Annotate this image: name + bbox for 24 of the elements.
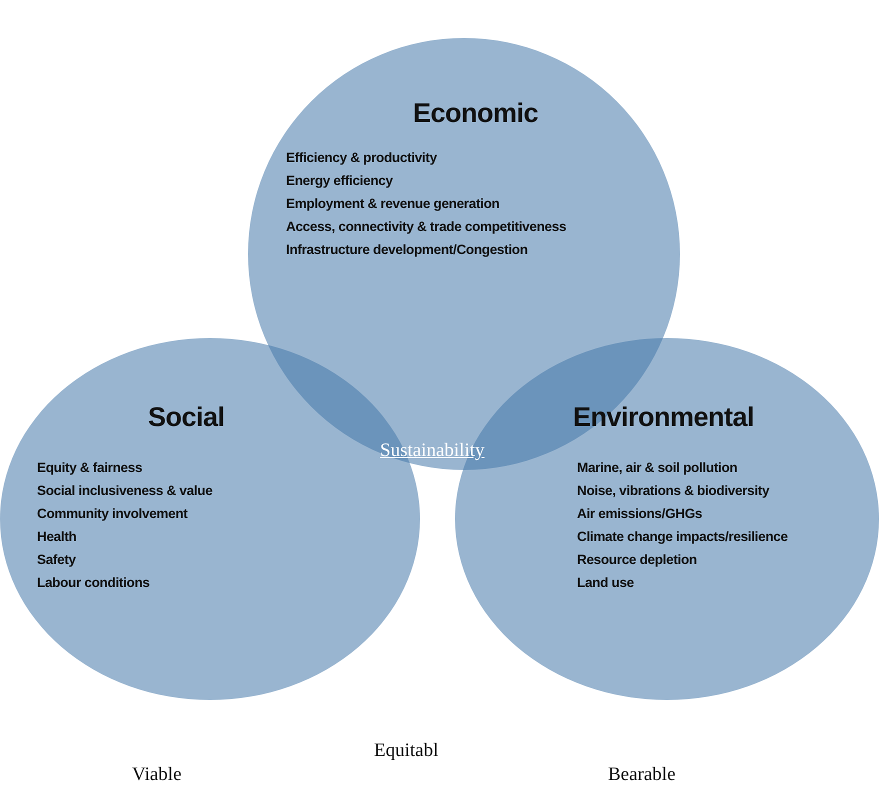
circle-heading: Environmental	[573, 402, 754, 433]
list-item: Infrastructure development/Congestion	[286, 242, 528, 257]
list-item: Climate change impacts/resilience	[577, 529, 788, 544]
circle-heading: Economic	[413, 98, 538, 129]
list-item: Air emissions/GHGs	[577, 506, 702, 521]
list-item: Employment & revenue generation	[286, 196, 500, 211]
axis-label: Viable	[132, 764, 182, 786]
axis-label: Equitabl	[374, 740, 438, 762]
axis-label: Bearable	[608, 764, 676, 786]
list-item: Community involvement	[37, 506, 188, 521]
list-item: Labour conditions	[37, 575, 150, 590]
list-item: Marine, air & soil pollution	[577, 460, 738, 475]
list-item: Equity & fairness	[37, 460, 142, 475]
list-item: Health	[37, 529, 76, 544]
list-item: Access, connectivity & trade competitiveness	[286, 219, 566, 234]
list-item: Social inclusiveness & value	[37, 483, 212, 498]
list-item: Energy efficiency	[286, 173, 393, 188]
circle-heading: Social	[148, 402, 225, 433]
list-item: Efficiency & productivity	[286, 150, 437, 165]
list-item: Resource depletion	[577, 552, 697, 567]
list-item: Land use	[577, 575, 634, 590]
list-item: Safety	[37, 552, 76, 567]
list-item: Noise, vibrations & biodiversity	[577, 483, 770, 498]
center-label: Sustainability	[380, 440, 484, 462]
